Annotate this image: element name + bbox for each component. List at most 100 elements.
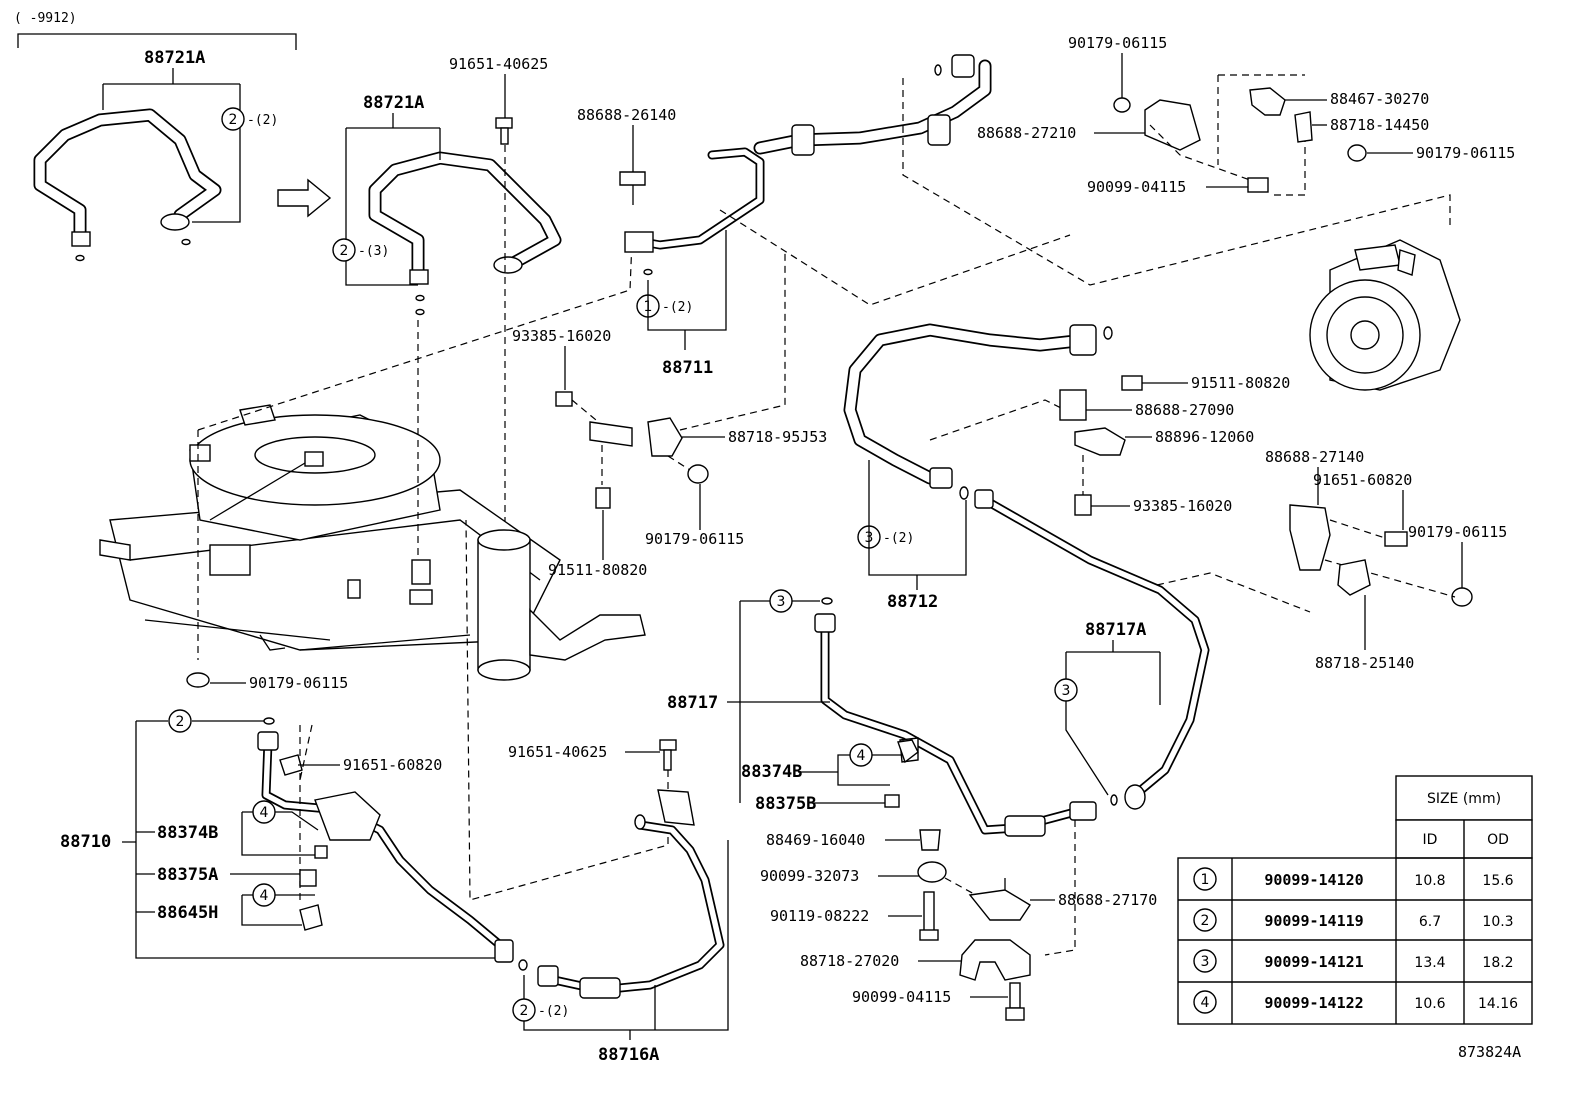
callout-88718-14450: 88718-14450	[1330, 116, 1429, 134]
model-range-label: ( -9912)	[14, 11, 77, 26]
callout-88375b: 88375B	[755, 794, 816, 814]
circle-2-icon	[168, 709, 192, 733]
bracket-plate	[589, 421, 633, 447]
size-row-num: 4	[1201, 995, 1210, 1011]
size-table-col-od: OD	[1487, 832, 1509, 848]
leader-88717a	[1065, 640, 1161, 796]
size-row-id: 13.4	[1414, 955, 1445, 971]
clamp-88688-26140	[619, 171, 646, 186]
bolt-icon	[1247, 177, 1269, 193]
circle-number: 2	[229, 112, 238, 128]
dash-guide	[1044, 820, 1076, 956]
leader-88721a-left	[102, 68, 241, 223]
callout-90179-06115-far-right: 90179-06115	[1408, 523, 1507, 541]
size-row-id: 10.8	[1414, 873, 1445, 889]
circle-4-icon	[849, 743, 873, 767]
callout-88721a: 88721A	[363, 93, 424, 113]
circle-3-icon	[1193, 949, 1217, 973]
circle-4-icon	[1193, 990, 1217, 1014]
size-row-num: 2	[1201, 913, 1210, 929]
hose-88712	[843, 323, 1113, 500]
bracket-88688-27140	[1289, 504, 1331, 571]
size-row-part: 90099-14120	[1264, 871, 1363, 889]
dash-guide	[1149, 124, 1251, 181]
figure-id: 873824A	[1458, 1043, 1521, 1061]
callout-90179-06115-mid: 90179-06115	[645, 530, 744, 548]
bolt-icon	[659, 739, 677, 751]
clamp-88718-25140	[1337, 559, 1371, 596]
callout-90099-04115-bottom: 90099-04115	[852, 988, 951, 1006]
callout-93385-16020-right: 93385-16020	[1133, 497, 1232, 515]
clamp-88718-95j53	[647, 417, 683, 457]
size-row-id: 6.7	[1419, 914, 1441, 930]
replacement-arrow-icon	[277, 178, 332, 218]
clamp-88896-12060	[1074, 427, 1126, 456]
size-row-od: 10.3	[1482, 914, 1513, 930]
callout-91651-60820-left: 91651-60820	[343, 756, 442, 774]
bracket-88688-27170	[968, 889, 1031, 921]
bolt-icon	[1384, 531, 1408, 547]
leader-88721a	[345, 113, 441, 286]
valve-88374b	[897, 739, 919, 764]
callout-88375a: 88375A	[157, 865, 218, 885]
sensor-88467-30270	[1249, 87, 1286, 116]
size-row-part: 90099-14121	[1264, 953, 1363, 971]
dash-guide	[719, 209, 1071, 306]
qty-label: -(2)	[538, 1004, 569, 1019]
pipe-88711	[624, 147, 765, 276]
cushion-90099-32073	[917, 861, 947, 883]
hose-upper-suction	[753, 54, 992, 156]
callout-90099-32073: 90099-32073	[760, 867, 859, 885]
qty-label: -(3)	[358, 244, 389, 259]
grommet-88469-16040	[919, 829, 941, 851]
callout-88688-27170: 88688-27170	[1058, 891, 1157, 909]
bolt-icon	[495, 117, 513, 129]
callout-88688-27210: 88688-27210	[977, 124, 1076, 142]
size-table	[1177, 775, 1533, 1025]
qty-label: -(2)	[883, 531, 914, 546]
size-row-od: 18.2	[1482, 955, 1513, 971]
callout-88718-27020: 88718-27020	[800, 952, 899, 970]
leader	[798, 754, 905, 786]
circle-3-icon	[1054, 678, 1078, 702]
circle-number: 4	[857, 748, 866, 764]
bolt-icon	[1005, 1007, 1025, 1021]
bolt-icon	[1121, 375, 1143, 391]
evaporator-unit	[99, 404, 646, 681]
hose-88721a	[368, 151, 562, 316]
callout-88688-27090: 88688-27090	[1135, 401, 1234, 419]
qty-label: -(2)	[247, 113, 278, 128]
clamp-88718-14450	[1294, 111, 1313, 143]
callout-91511-80820-right: 91511-80820	[1191, 374, 1290, 392]
size-table-header: SIZE (mm)	[1427, 791, 1501, 807]
hose-88721a-variant	[33, 108, 222, 262]
callout-88467-30270: 88467-30270	[1330, 90, 1429, 108]
callout-90119-08222: 90119-08222	[770, 907, 869, 925]
leader-88716a	[523, 840, 729, 1040]
bolt-icon	[1074, 494, 1092, 516]
callout-91651-40625-bottom: 91651-40625	[508, 743, 607, 761]
bolt-shank	[1009, 982, 1021, 1009]
range-bracket	[17, 33, 297, 50]
clamp-88718-27020	[959, 939, 1031, 981]
dash-guide	[1329, 519, 1386, 539]
callout-88896-12060: 88896-12060	[1155, 428, 1254, 446]
dash-guide	[1156, 572, 1311, 613]
circle-2-icon	[332, 238, 356, 262]
clamp-block	[657, 789, 695, 826]
circle-number: 2	[520, 1003, 529, 1019]
callout-88688-27140: 88688-27140	[1265, 448, 1364, 466]
nut-icon	[186, 672, 210, 688]
size-row-num: 3	[1201, 954, 1210, 970]
pipe-88716a	[537, 814, 725, 999]
circle-number: 2	[340, 243, 349, 259]
circle-number: 4	[260, 888, 269, 904]
callout-93385-16020-left: 93385-16020	[512, 327, 611, 345]
nut-icon	[1451, 587, 1473, 607]
dash-guide	[929, 399, 1066, 441]
callout-88645h: 88645H	[157, 903, 218, 923]
leader-88711	[647, 230, 727, 350]
callout-88718-25140: 88718-25140	[1315, 654, 1414, 672]
